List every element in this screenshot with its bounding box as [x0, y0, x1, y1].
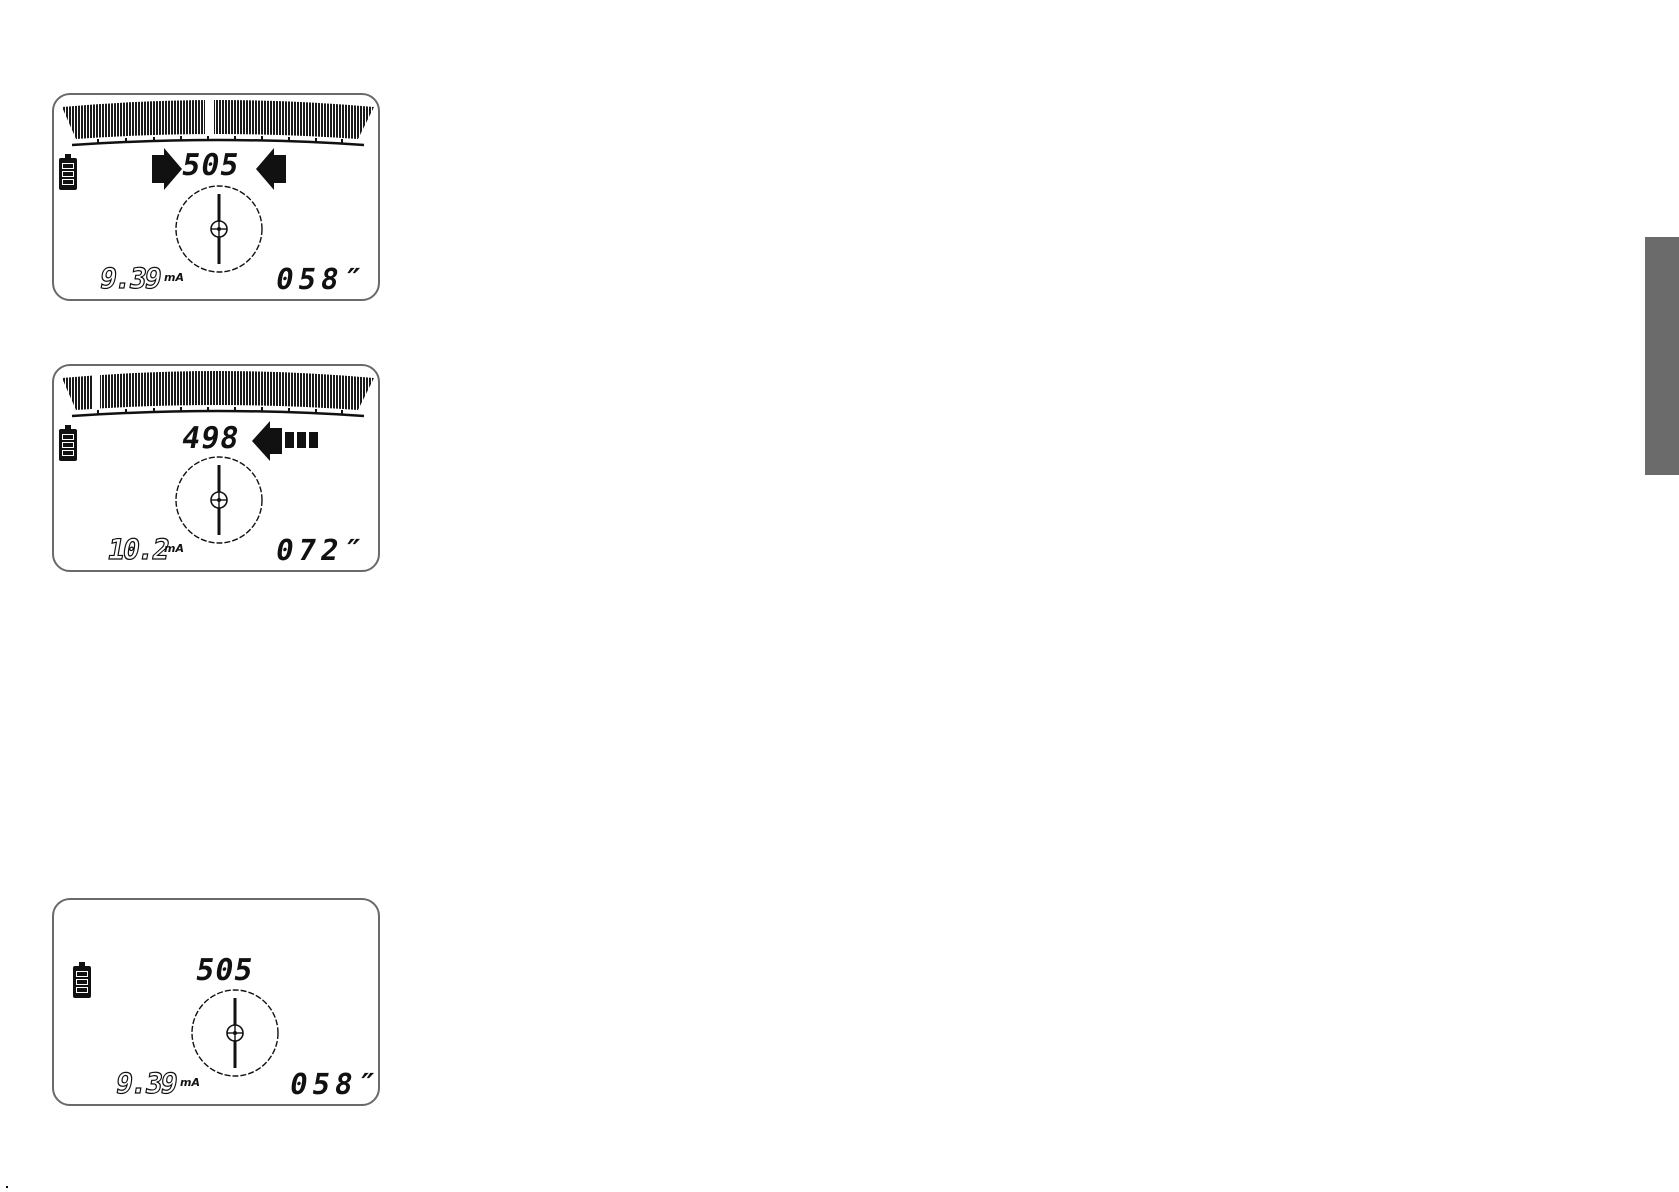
crosshair-compass-icon: [192, 990, 278, 1076]
battery-full-icon: [59, 425, 77, 461]
signal-strength-readout: 505: [193, 956, 255, 986]
left-arrow-icon: [252, 421, 318, 461]
signal-bar-graph: [62, 97, 374, 141]
depth-readout: 072″: [273, 536, 368, 565]
depth-readout: 058″: [273, 265, 368, 294]
crosshair-compass-icon: [176, 186, 262, 272]
signal-bar-graph: [62, 368, 374, 414]
crosshair-compass-icon: [176, 457, 262, 543]
bar-scale: [72, 407, 364, 416]
current-readout: 9.39: [114, 1070, 178, 1098]
bar-scale: [72, 136, 364, 145]
battery-full-icon: [73, 962, 91, 998]
current-unit: mA: [180, 1076, 200, 1089]
current-readout: 10.2: [106, 536, 170, 564]
battery-full-icon: [59, 154, 77, 190]
page-mark: [6, 1186, 8, 1188]
section-tab-marker: [1645, 237, 1679, 475]
lcd-screen-1: 505 9.39 mA 058″: [52, 93, 380, 301]
lcd-screen-2: 498 10.2 mA 072″: [52, 364, 380, 572]
depth-readout: 058″: [287, 1070, 382, 1099]
right-arrow-icon: [152, 148, 182, 190]
current-unit: mA: [164, 271, 184, 284]
signal-strength-readout: 498: [179, 424, 241, 454]
current-readout: 9.39: [98, 265, 162, 293]
current-unit: mA: [164, 542, 184, 555]
signal-strength-readout: 505: [179, 151, 241, 181]
lcd-screen-3: 505 9.39 mA 058″: [52, 898, 380, 1106]
left-arrow-icon: [256, 148, 286, 190]
